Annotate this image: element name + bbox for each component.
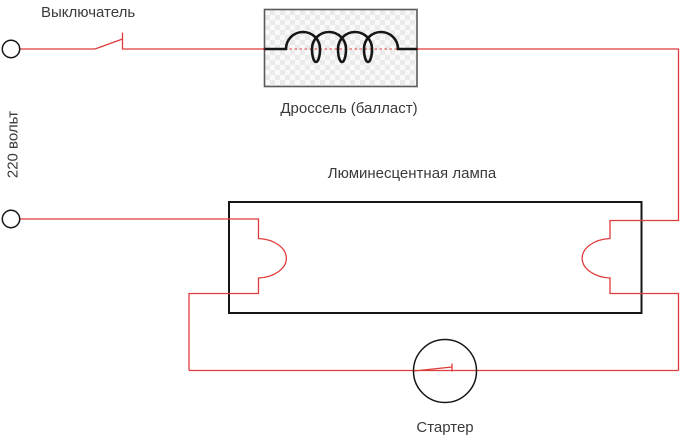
lamp-body [228, 201, 643, 314]
power-terminals [1, 39, 21, 229]
starter-circle [412, 338, 478, 404]
switch-contact-and-wire-to-choke [121, 32, 265, 50]
wire-right-and-filament-right [417, 48, 680, 371]
voltage-label: 220 вольт [4, 110, 22, 179]
terminal-top [1, 39, 21, 59]
wire-left-and-filament-left [20, 218, 288, 371]
choke-coil [263, 30, 419, 64]
switch-blade [94, 38, 123, 50]
starter-label: Стартер [416, 419, 474, 436]
terminal-bottom [1, 209, 21, 229]
lamp-label: Люминесцентная лампа [327, 165, 497, 182]
wires [20, 32, 680, 372]
switch-label: Выключатель [41, 4, 136, 21]
starter-contact [413, 363, 453, 372]
starter-component [412, 338, 478, 404]
choke-box [263, 8, 418, 88]
choke-label: Дроссель (балласт) [280, 100, 418, 117]
choke-ballast-component [263, 8, 419, 88]
